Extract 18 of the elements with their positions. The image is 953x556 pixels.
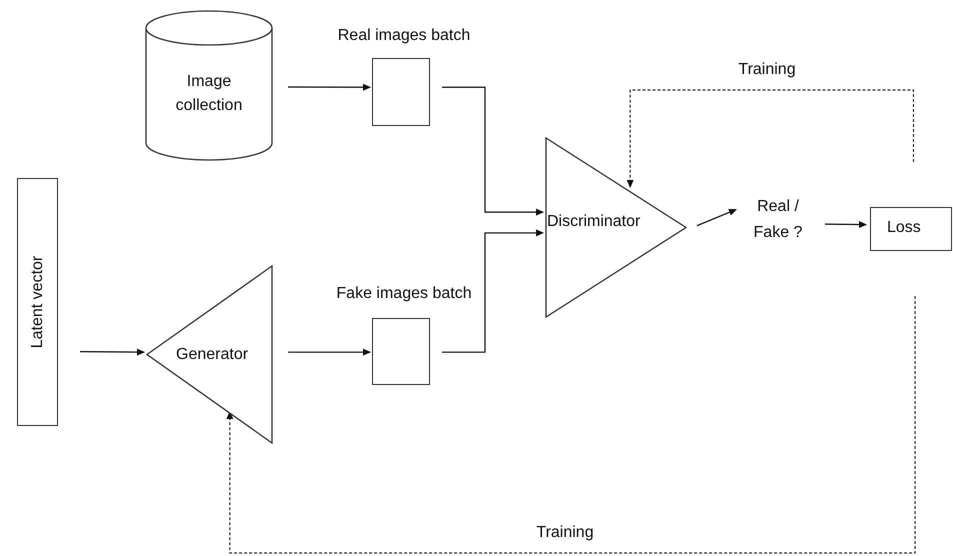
dashed-arrow: [626, 90, 914, 188]
triangle-label: Discriminator: [547, 212, 640, 232]
bar-label: Latent vector: [28, 256, 46, 348]
batch-label: Real images batch: [336, 26, 472, 46]
output-label: Real / Fake ?: [738, 194, 818, 246]
latent-vector-bar: [17, 178, 58, 426]
cylinder-label: Image collection: [174, 72, 244, 116]
arrow: [288, 84, 371, 91]
loss-box: Loss: [870, 207, 952, 251]
arrow: [288, 348, 371, 356]
dashed-arrow: [226, 296, 916, 554]
arrow: [80, 348, 145, 356]
arrow: [825, 221, 867, 228]
arrow: [442, 229, 544, 353]
arrow: [696, 209, 737, 226]
triangle-label: Generator: [176, 344, 248, 364]
arrow: [442, 86, 544, 216]
batch-label: Fake images batch: [335, 284, 473, 304]
